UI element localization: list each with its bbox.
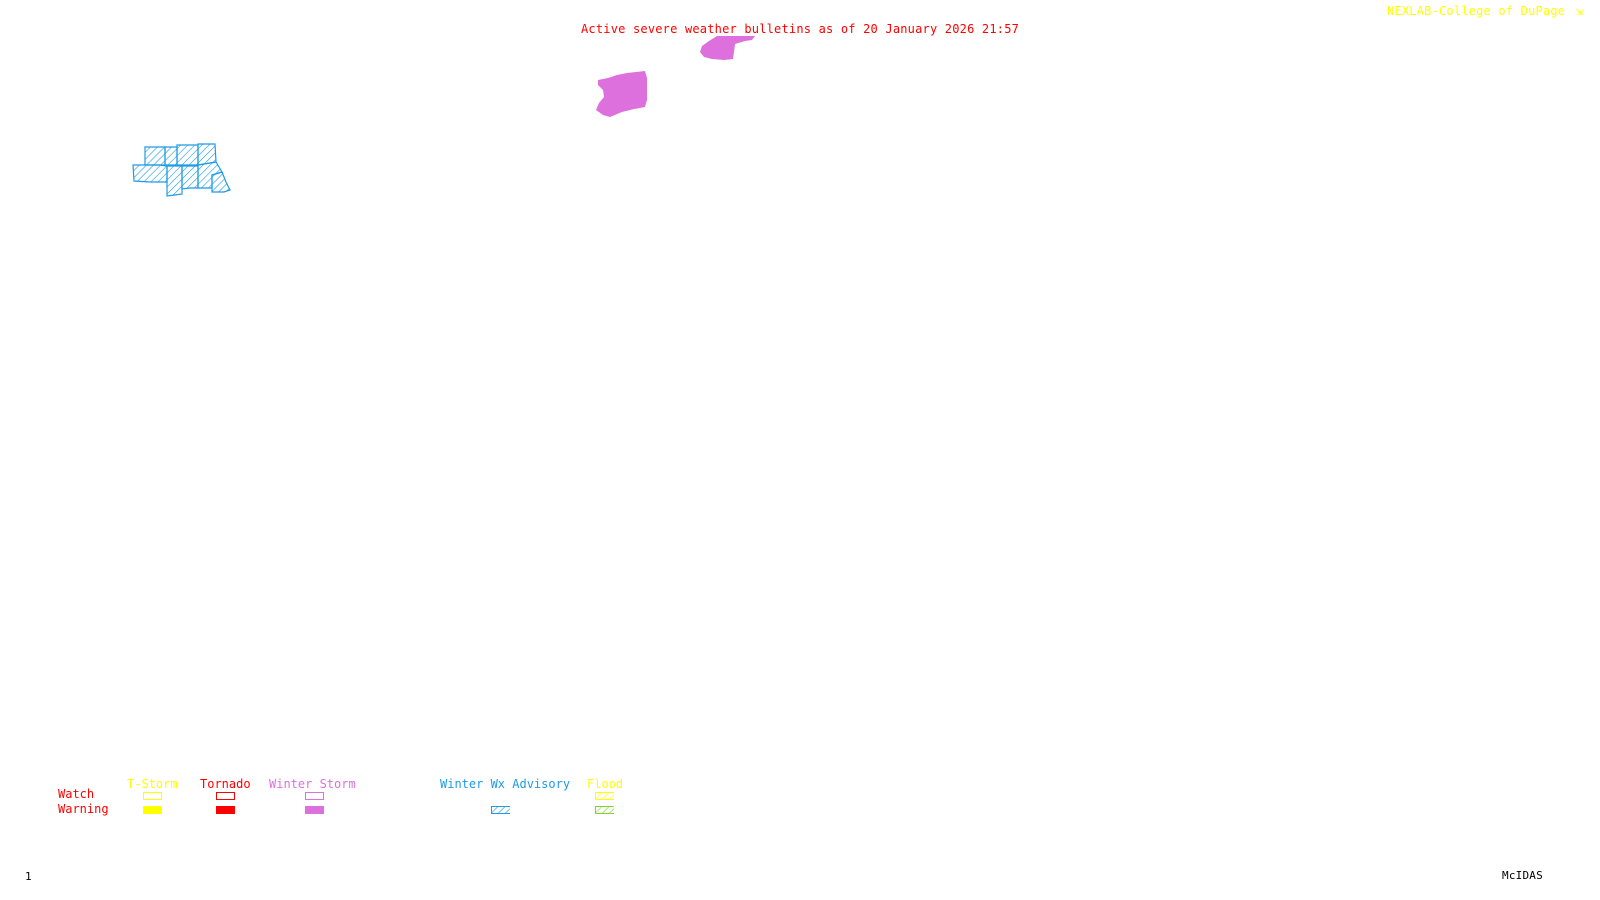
legend-header-flood: Flood bbox=[587, 777, 624, 791]
legend-row-warning: Warning bbox=[58, 802, 109, 816]
winter-wx-advisory-swatch bbox=[491, 806, 510, 814]
legend-header-winter-wx-advisory: Winter Wx Advisory bbox=[440, 777, 571, 791]
legend-row-watch: Watch bbox=[58, 787, 95, 801]
tstorm-warning-swatch bbox=[143, 806, 162, 814]
winter-storm-warning-swatch bbox=[305, 806, 324, 814]
county-polygon[interactable] bbox=[181, 165, 199, 190]
warning-polygon[interactable] bbox=[700, 36, 755, 60]
legend-header-tstorm: T-Storm bbox=[127, 777, 178, 791]
flood-warning-swatch bbox=[595, 806, 614, 814]
tornado-warning-swatch bbox=[216, 806, 235, 814]
warning-polygon[interactable] bbox=[596, 71, 647, 117]
county-polygon[interactable] bbox=[166, 165, 183, 197]
winter-storm-warning-region[interactable] bbox=[596, 36, 755, 117]
legend-header-winter-storm: Winter Storm bbox=[269, 777, 356, 791]
credit-text: NEXLAB-College of DuPage bbox=[1387, 4, 1566, 18]
county-polygon[interactable] bbox=[132, 164, 168, 183]
county-polygon[interactable] bbox=[144, 146, 166, 166]
software-label: McIDAS bbox=[1502, 869, 1543, 882]
tstorm-watch-swatch bbox=[143, 792, 162, 800]
winter-wx-advisory-region[interactable] bbox=[132, 143, 231, 197]
corner-arrow-icon[interactable]: ⇲ bbox=[1575, 4, 1584, 18]
tornado-watch-swatch bbox=[216, 792, 235, 800]
flood-watch-swatch bbox=[595, 792, 614, 800]
credit-label: NEXLAB-College of DuPage ⇲ bbox=[1387, 5, 1583, 17]
winter-storm-watch-swatch bbox=[305, 792, 324, 800]
county-polygon[interactable] bbox=[176, 144, 199, 166]
page-title: Active severe weather bulletins as of 20… bbox=[581, 22, 1020, 36]
county-polygon[interactable] bbox=[164, 146, 178, 166]
county-polygon[interactable] bbox=[211, 171, 231, 193]
legend-header-tornado: Tornado bbox=[200, 777, 251, 791]
frame-number: 1 bbox=[25, 870, 32, 883]
